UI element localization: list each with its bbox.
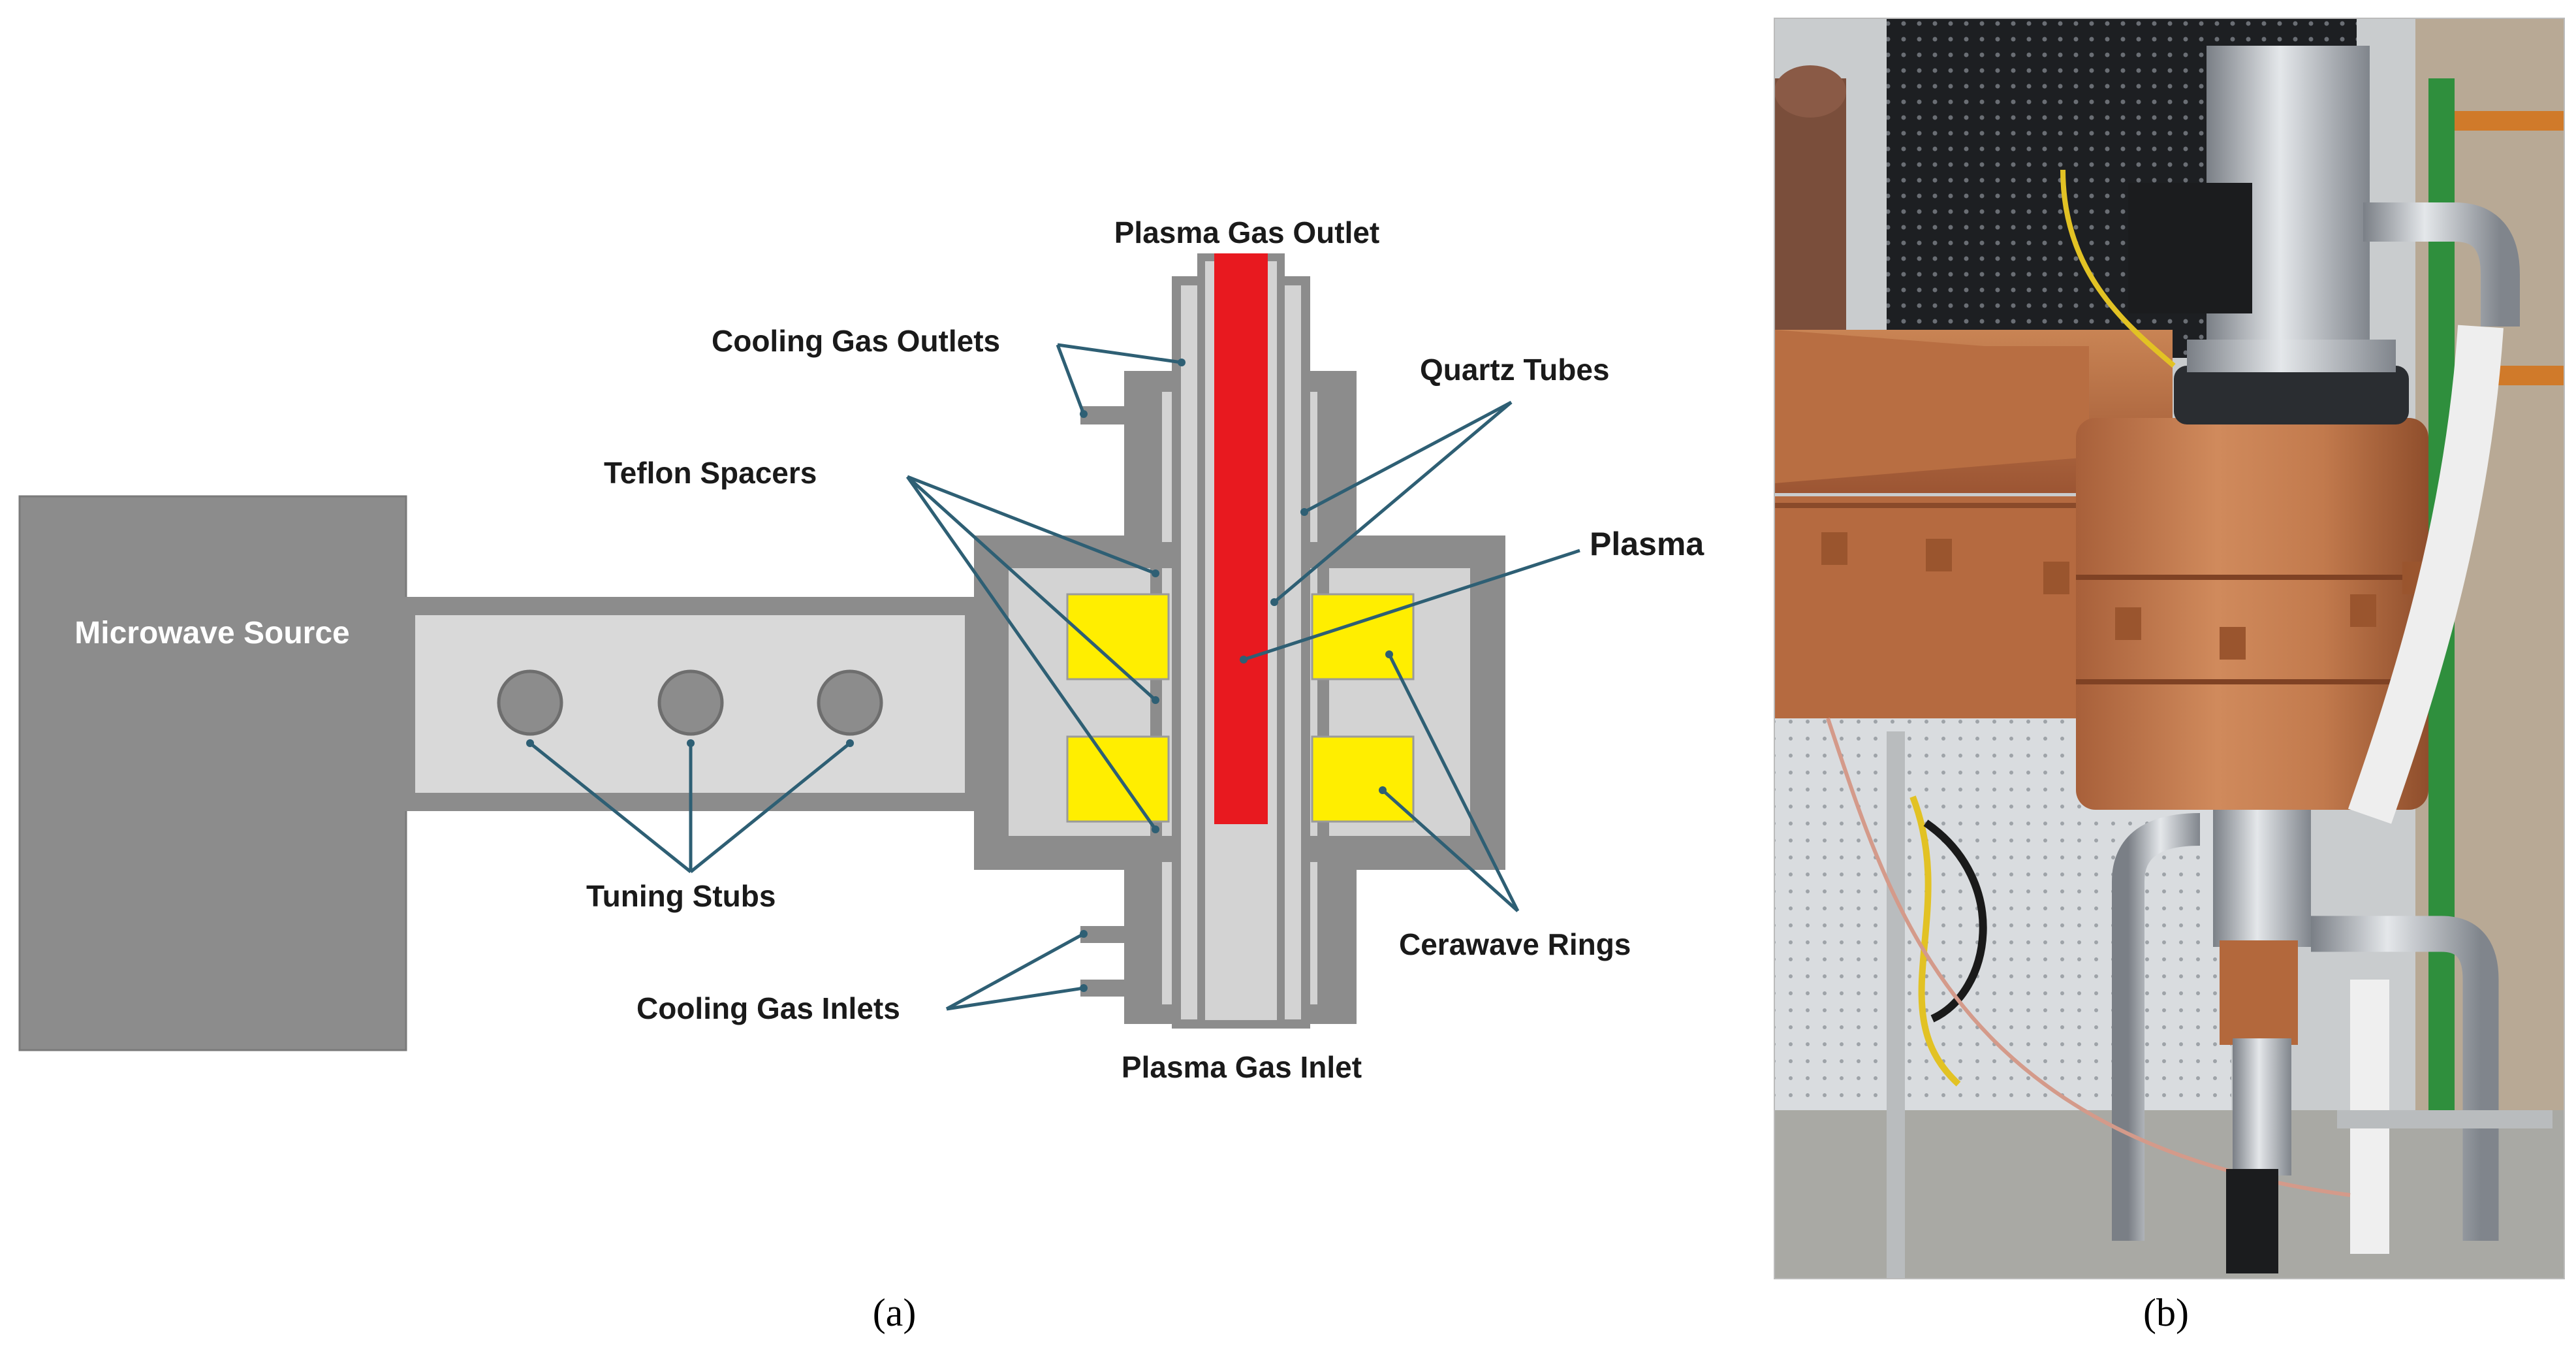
plasma-column xyxy=(1214,253,1268,824)
teflon-spacers-label: Teflon Spacers xyxy=(604,456,817,490)
leader-arrowheads xyxy=(526,359,1393,992)
caption-b: (b) xyxy=(2143,1291,2189,1334)
plasma-label: Plasma xyxy=(1590,526,1704,562)
cooling-gas-outlets-label: Cooling Gas Outlets xyxy=(712,324,1000,358)
caption-a: (a) xyxy=(873,1291,917,1334)
cooling-gas-inlets-label: Cooling Gas Inlets xyxy=(636,991,900,1025)
microwave-source-label: Microwave Source xyxy=(74,616,350,650)
microwave-source-box xyxy=(18,495,407,1051)
teflon-spacer-right xyxy=(1317,392,1329,1004)
cerawave-ring-bottom-right xyxy=(1311,735,1415,823)
panel-b-photo: (b) xyxy=(1774,18,2565,1334)
photo-frame xyxy=(1774,18,2565,1279)
flange-block-top xyxy=(976,658,1009,665)
cerawave-ring-bottom-left xyxy=(1066,735,1170,823)
cooling-inlet-stub-1 xyxy=(1080,926,1127,943)
quartz-tubes-label: Quartz Tubes xyxy=(1420,353,1610,387)
plasma-gas-inlet-label: Plasma Gas Inlet xyxy=(1122,1050,1362,1084)
cerawave-rings-label: Cerawave Rings xyxy=(1399,927,1631,961)
leader-lines xyxy=(529,343,1580,1011)
plasma-gas-outlet-label: Plasma Gas Outlet xyxy=(1114,216,1380,249)
tuning-stub-2 xyxy=(657,669,724,736)
tuning-stubs-label: Tuning Stubs xyxy=(586,879,776,913)
cooling-outlet-stub xyxy=(1080,406,1127,424)
cerawave-ring-top-right xyxy=(1311,593,1415,680)
panel-a-diagram: Microwave Source xyxy=(18,216,1704,1334)
tuning-stub-3 xyxy=(817,669,883,736)
photo-illustration xyxy=(1774,18,2564,1279)
tuning-stub-1 xyxy=(497,669,563,736)
flange-block-bottom xyxy=(976,737,1009,743)
cooling-inlet-stub-2 xyxy=(1080,980,1127,997)
